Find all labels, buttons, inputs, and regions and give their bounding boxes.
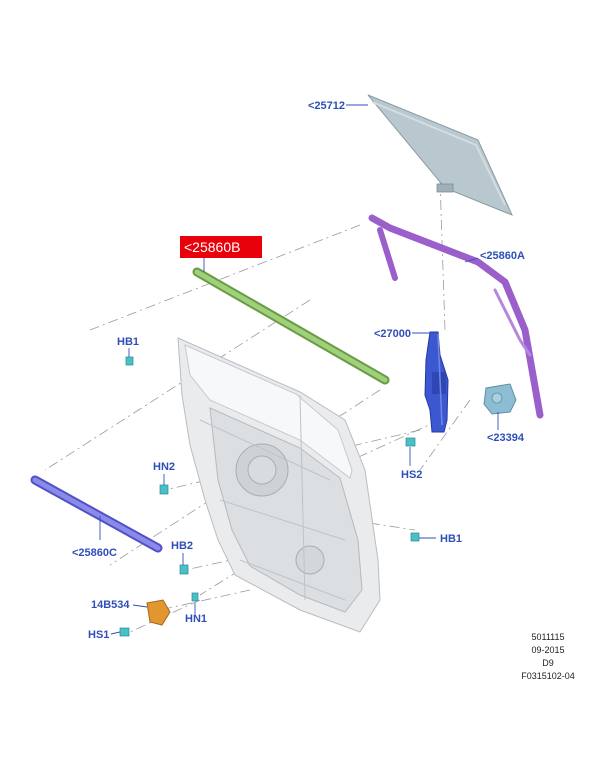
door-panel xyxy=(177,337,381,633)
bolt-icon xyxy=(410,532,420,542)
meta-line-3: D9 xyxy=(542,658,554,668)
callout-hn2: HN2 xyxy=(153,461,175,473)
door-check-part xyxy=(146,599,171,626)
window-glass xyxy=(367,94,513,216)
meta-line-2: 09-2015 xyxy=(531,645,564,655)
dashed-assembly-lines xyxy=(44,179,471,633)
callout-run-channel-rear: <25860A xyxy=(480,250,525,262)
callout-lower-strip: <25860C xyxy=(72,547,117,559)
callout-regulator: <27000 xyxy=(374,328,411,340)
bolt-icon xyxy=(405,437,416,447)
callout-check-part: 14B534 xyxy=(91,599,130,611)
callout-belt-weatherstrip-highlight: <25860B xyxy=(180,236,262,258)
callout-glass: <25712 xyxy=(308,100,345,112)
belt-weatherstrip xyxy=(192,267,390,385)
callout-hn1: HN1 xyxy=(185,613,207,625)
callout-hb1-top: HB1 xyxy=(117,336,139,348)
run-channel-rear xyxy=(368,214,544,419)
lower-strip xyxy=(30,475,163,553)
drawing-meta: 5011115 09-2015 D9 F0315102-04 xyxy=(521,632,575,681)
fasteners xyxy=(119,356,420,637)
bolt-icon xyxy=(191,592,199,602)
callout-hb2: HB2 xyxy=(171,540,193,552)
callout-belt-weatherstrip: <25860B xyxy=(184,239,240,255)
window-motor xyxy=(483,383,517,415)
bolt-icon xyxy=(119,627,130,637)
window-regulator xyxy=(424,331,449,433)
callout-hb1-right: HB1 xyxy=(440,533,462,545)
callout-hs1: HS1 xyxy=(88,629,109,641)
callout-motor: <23394 xyxy=(487,432,525,444)
leader-lines xyxy=(99,104,499,635)
bolt-icon xyxy=(159,484,169,495)
callout-hs2: HS2 xyxy=(401,469,422,481)
meta-line-4: F0315102-04 xyxy=(521,671,575,681)
bolt-icon xyxy=(125,356,134,366)
bolt-icon xyxy=(179,564,189,575)
meta-line-1: 5011115 xyxy=(531,632,564,642)
